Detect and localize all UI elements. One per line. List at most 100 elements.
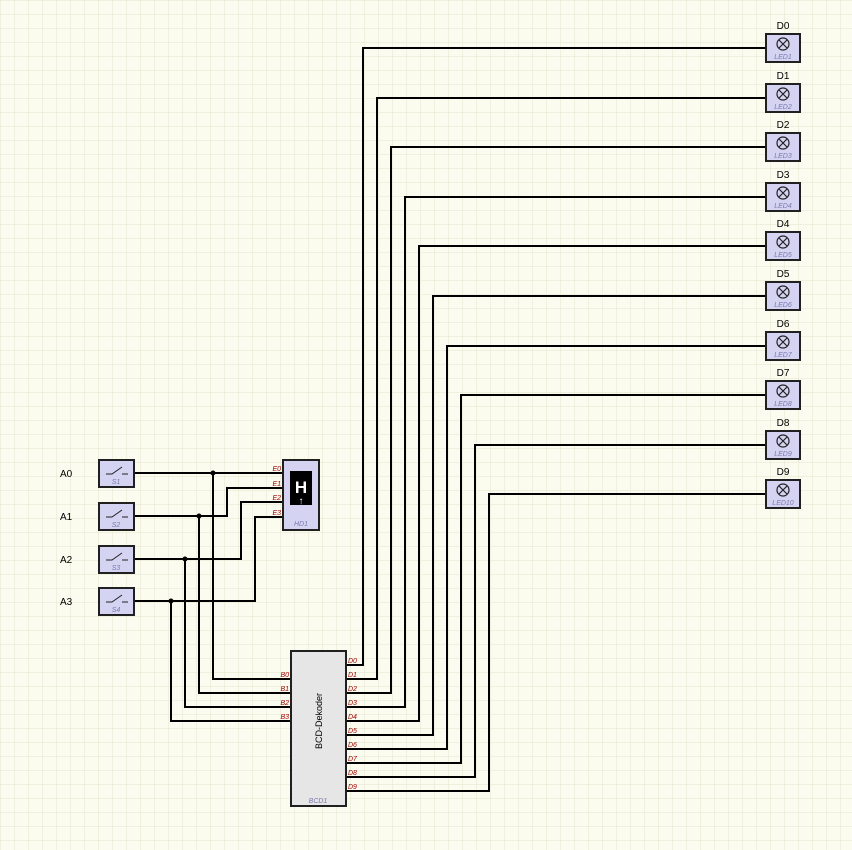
switch-body [98, 545, 135, 574]
led-body [765, 479, 801, 509]
led-body [765, 331, 801, 361]
hex-display[interactable]: H ↑ HD1 E0 E1 E2 E3 [272, 459, 320, 531]
wire-led-9 [346, 493, 766, 792]
led-body [765, 231, 801, 261]
led-ref: LED5 [774, 252, 792, 259]
junction-dot [196, 513, 202, 519]
switch-body [98, 587, 135, 616]
switch-ref: S4 [112, 607, 121, 614]
led-column: D0LED1D1LED2D2LED3D3LED4D4LED5D5LED6D6LE… [765, 21, 801, 509]
lamp-cross-icon [778, 237, 788, 247]
lamp-icon [776, 285, 790, 299]
hex-display-ref: HD1 [294, 521, 308, 528]
led-label: D3 [777, 170, 790, 181]
switch-body [98, 459, 135, 488]
led-ref: LED1 [774, 54, 792, 61]
hex-display-glyph: H [295, 478, 307, 497]
led-body [765, 33, 801, 63]
junction-dot [168, 598, 174, 604]
switch-ref: S3 [112, 565, 121, 572]
led-ref: LED7 [774, 352, 793, 359]
led-ref: LED8 [774, 401, 792, 408]
wire-led-6 [346, 345, 766, 750]
wire-led-7 [346, 394, 766, 764]
lamp-icon [776, 235, 790, 249]
decoder-pin-d1: D1 [348, 672, 357, 679]
led-body [765, 281, 801, 311]
switch-symbol-icon [106, 552, 128, 561]
junction-dot [210, 470, 216, 476]
switch-symbol-icon [106, 466, 128, 475]
wire-led-5 [346, 295, 766, 736]
input-label: A0 [60, 469, 73, 480]
wire-led-8 [346, 444, 766, 778]
decoder-pin-b0: B0 [280, 672, 289, 679]
lamp-icon [776, 136, 790, 150]
decoder-pin-d2: D2 [348, 686, 357, 693]
decoder-pin-d3: D3 [348, 700, 357, 707]
input-label: A2 [60, 555, 73, 566]
wire-led-4 [346, 245, 766, 722]
input-label: A3 [60, 597, 73, 608]
lamp-cross-icon [778, 89, 788, 99]
bcd-decoder[interactable]: BCD-Dekoder BCD1 B0 B1 B2 B3 [280, 650, 347, 807]
decoder-pin-b1: B1 [280, 686, 289, 693]
lamp-cross-icon [778, 337, 788, 347]
decoder-pin-d4: D4 [348, 714, 357, 721]
hex-display-arrow: ↑ [299, 496, 304, 507]
hex-pin-e3: E3 [272, 510, 281, 517]
decoder-pin-b2: B2 [280, 700, 289, 707]
junction-dot [182, 556, 188, 562]
wire-led-3 [346, 196, 766, 708]
led-body [765, 132, 801, 162]
led-body [765, 83, 801, 113]
wire-hex-2 [185, 501, 283, 560]
led-label: D8 [777, 418, 790, 429]
led-body [765, 380, 801, 410]
hex-pin-e0: E0 [272, 466, 281, 473]
led-label: D5 [777, 269, 790, 280]
lamp-icon [776, 384, 790, 398]
lamp-cross-icon [778, 287, 788, 297]
lamp-cross-icon [778, 39, 788, 49]
lamp-icon [776, 87, 790, 101]
switch-ref: S1 [112, 479, 121, 486]
wire-led-1 [346, 97, 766, 680]
decoder-pin-d5: D5 [348, 728, 357, 735]
lamp-cross-icon [778, 386, 788, 396]
lamp-cross-icon [778, 436, 788, 446]
decoder-pin-d9: D9 [348, 784, 357, 791]
decoder-ref: BCD1 [309, 798, 328, 805]
switch-symbol-icon [106, 509, 128, 518]
led-label: D1 [777, 71, 790, 82]
wire-hex-1 [199, 487, 283, 517]
lamp-cross-icon [778, 485, 788, 495]
wire-decoder-in-3 [170, 601, 291, 722]
switch-ref: S2 [112, 522, 121, 529]
wire-hex-3 [171, 516, 283, 602]
decoder-title: BCD-Dekoder [314, 693, 324, 749]
led-body [765, 430, 801, 460]
decoder-pin-d6: D6 [348, 742, 357, 749]
led-label: D2 [777, 120, 790, 131]
led-ref: LED6 [774, 302, 792, 309]
switch-symbol-icon [106, 594, 128, 603]
lamp-cross-icon [778, 188, 788, 198]
lamp-icon [776, 37, 790, 51]
